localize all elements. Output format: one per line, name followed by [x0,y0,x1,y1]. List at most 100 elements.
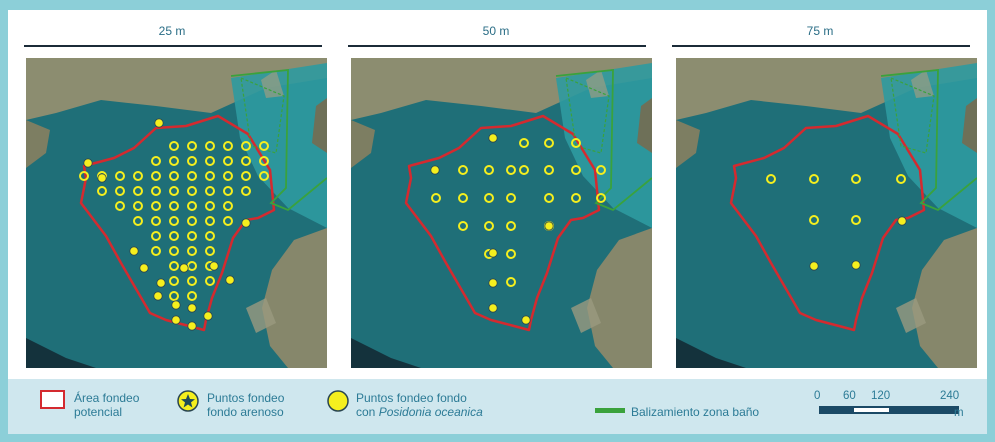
legend-posidonia-prefix: con [356,405,379,419]
posidonia-anchor-point [241,171,251,181]
legend-posidonia-label: Puntos fondeo fondo con Posidonia oceani… [356,391,483,419]
anchor-points-layer [430,133,606,325]
sandy-anchor-point [139,263,149,273]
posidonia-anchor-point [223,141,233,151]
scale-tick-60: 60 [843,390,856,402]
anchoring-area-outline [729,114,926,332]
swim-zone-buoy-line [880,68,977,212]
posidonia-anchor-point [187,156,197,166]
posidonia-anchor-point [133,201,143,211]
sandy-anchor-point [544,221,554,231]
sandy-anchor-point [209,261,219,271]
posidonia-anchor-point [458,193,468,203]
posidonia-anchor-point [484,221,494,231]
star-point-icon [177,390,199,412]
posidonia-anchor-point [151,201,161,211]
posidonia-anchor-point [544,193,554,203]
posidonia-anchor-point [241,186,251,196]
posidonia-anchor-point [97,186,107,196]
posidonia-anchor-point [458,165,468,175]
posidonia-anchor-point [484,165,494,175]
legend-area-line2: potencial [74,405,123,419]
scale-unit: m [954,407,964,419]
posidonia-anchor-point [187,216,197,226]
posidonia-anchor-point [169,246,179,256]
posidonia-anchor-point [766,174,776,184]
posidonia-anchor-point [169,141,179,151]
sandy-anchor-point [488,303,498,313]
swim-zone-buoy-line [230,68,327,212]
posidonia-anchor-point [259,141,269,151]
anchor-points-layer [79,118,269,331]
map-svg-50m [351,58,652,368]
map-svg-25m [26,58,327,368]
figure-card: 25 m 50 m 75 m [8,10,987,434]
legend-posidonia-species: Posidonia oceanica [378,405,483,419]
posidonia-anchor-point [115,186,125,196]
posidonia-anchor-point [506,249,516,259]
sandy-anchor-point [488,248,498,258]
legend-swim-label: Balizamiento zona baño [631,405,760,419]
posidonia-anchor-point [596,165,606,175]
sandy-anchor-point [83,158,93,168]
posidonia-anchor-point [851,174,861,184]
sandy-anchor-point [187,321,197,331]
posidonia-anchor-point [506,165,516,175]
posidonia-anchor-point [169,261,179,271]
posidonia-anchor-point [115,201,125,211]
posidonia-anchor-point [187,141,197,151]
posidonia-anchor-point [205,171,215,181]
posidonia-anchor-point [506,193,516,203]
posidonia-anchor-point [187,201,197,211]
map-svg-75m [676,58,977,368]
posidonia-anchor-point [115,171,125,181]
legend-posidonia-line2: con Posidonia oceanica [356,405,483,419]
sandy-anchor-point [154,118,164,128]
posidonia-anchor-point [151,186,161,196]
swim-zone-buoy-line-inner [240,77,285,154]
posidonia-anchor-point [169,276,179,286]
sandy-anchor-point [153,291,163,301]
posidonia-anchor-point [571,165,581,175]
posidonia-anchor-point [169,216,179,226]
scale-bar-segment [854,408,889,412]
posidonia-anchor-point [205,156,215,166]
posidonia-anchor-point [519,138,529,148]
posidonia-anchor-point [133,171,143,181]
posidonia-anchor-point [571,138,581,148]
panel-rule-25m [24,45,322,47]
posidonia-anchor-point [544,165,554,175]
sandy-anchor-point [521,315,531,325]
scale-bar [819,406,959,414]
satellite-map-25m [26,58,327,368]
scale-tick-240: 240 [940,390,960,402]
posidonia-anchor-point [241,141,251,151]
posidonia-anchor-point [169,231,179,241]
posidonia-anchor-point [223,186,233,196]
panel-title-75m: 75 m [806,24,834,38]
panel-title-25m: 25 m [158,24,186,38]
posidonia-anchor-point [519,165,529,175]
posidonia-anchor-point [205,216,215,226]
posidonia-anchor-point [259,171,269,181]
sandy-anchor-point [171,315,181,325]
posidonia-anchor-point [151,171,161,181]
posidonia-anchor-point [151,231,161,241]
scale-tick-0: 0 [814,390,821,402]
posidonia-anchor-point [223,216,233,226]
posidonia-anchor-point [596,193,606,203]
posidonia-anchor-point [169,186,179,196]
sandy-anchor-point [488,278,498,288]
posidonia-anchor-point [169,156,179,166]
posidonia-anchor-point [169,171,179,181]
anchoring-area-outline [404,114,601,332]
posidonia-anchor-point [151,216,161,226]
posidonia-anchor-point [241,156,251,166]
posidonia-anchor-point [851,215,861,225]
posidonia-anchor-point [151,156,161,166]
posidonia-anchor-point [133,186,143,196]
anchor-points-layer [766,174,907,271]
posidonia-anchor-point [187,276,197,286]
posidonia-anchor-point [205,186,215,196]
sandy-anchor-point [897,216,907,226]
